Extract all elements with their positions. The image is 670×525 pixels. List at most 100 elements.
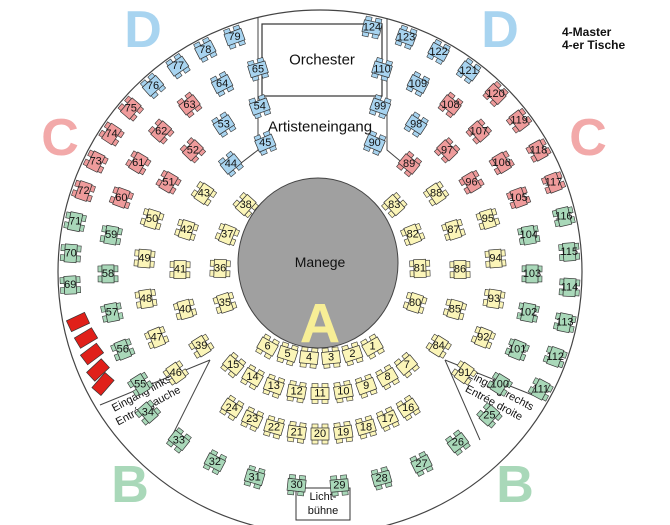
table-47[interactable]	[144, 326, 170, 350]
table-37[interactable]	[214, 222, 240, 247]
table-107[interactable]	[465, 118, 493, 145]
table-124[interactable]	[361, 15, 383, 40]
table-76[interactable]	[139, 72, 167, 100]
table-103[interactable]	[521, 264, 543, 284]
table-27[interactable]	[409, 450, 434, 477]
four-master-table[interactable]	[73, 327, 99, 349]
table-10[interactable]	[333, 380, 354, 404]
table-23[interactable]	[240, 406, 265, 432]
table-121[interactable]	[455, 57, 482, 85]
table-70[interactable]	[59, 243, 82, 264]
table-46[interactable]	[162, 360, 189, 386]
table-82[interactable]	[400, 222, 426, 247]
table-15[interactable]	[220, 351, 247, 379]
table-81[interactable]	[409, 258, 431, 279]
table-89[interactable]	[396, 150, 423, 178]
table-118[interactable]	[525, 138, 552, 163]
table-42[interactable]	[174, 218, 199, 241]
table-65[interactable]	[246, 57, 269, 82]
table-58[interactable]	[97, 264, 119, 284]
table-22[interactable]	[263, 415, 286, 440]
table-48[interactable]	[134, 288, 158, 310]
table-83[interactable]	[381, 192, 408, 219]
table-53[interactable]	[211, 111, 237, 138]
table-110[interactable]	[370, 57, 393, 82]
table-60[interactable]	[108, 186, 134, 210]
table-109[interactable]	[405, 71, 431, 97]
table-32[interactable]	[202, 449, 228, 476]
table-17[interactable]	[375, 406, 400, 432]
table-86[interactable]	[449, 260, 471, 280]
table-61[interactable]	[125, 150, 152, 176]
table-122[interactable]	[426, 38, 451, 65]
table-64[interactable]	[209, 71, 235, 97]
table-98[interactable]	[403, 111, 429, 138]
table-52[interactable]	[179, 137, 207, 164]
table-101[interactable]	[504, 338, 530, 362]
table-1[interactable]	[360, 333, 386, 360]
table-7[interactable]	[393, 351, 420, 379]
table-69[interactable]	[59, 275, 82, 295]
table-12[interactable]	[286, 380, 307, 404]
table-36[interactable]	[209, 258, 231, 279]
table-112[interactable]	[542, 345, 568, 369]
table-30[interactable]	[286, 474, 307, 497]
table-8[interactable]	[375, 364, 401, 391]
table-44[interactable]	[217, 150, 245, 178]
table-50[interactable]	[139, 208, 165, 231]
table-123[interactable]	[394, 24, 418, 50]
table-55[interactable]	[127, 371, 154, 397]
table-11[interactable]	[310, 383, 330, 404]
table-93[interactable]	[482, 288, 506, 310]
table-108[interactable]	[437, 91, 464, 119]
table-35[interactable]	[212, 291, 238, 314]
table-28[interactable]	[370, 466, 393, 491]
table-3[interactable]	[321, 346, 341, 369]
table-102[interactable]	[516, 302, 540, 323]
table-18[interactable]	[355, 415, 378, 440]
table-2[interactable]	[341, 341, 364, 367]
table-106[interactable]	[488, 150, 515, 176]
table-79[interactable]	[223, 24, 247, 50]
table-95[interactable]	[475, 208, 501, 231]
table-116[interactable]	[551, 206, 576, 228]
table-34[interactable]	[134, 399, 162, 426]
table-13[interactable]	[262, 373, 286, 399]
table-38[interactable]	[232, 192, 259, 219]
table-115[interactable]	[558, 242, 581, 262]
table-33[interactable]	[166, 427, 193, 454]
table-41[interactable]	[169, 260, 191, 280]
table-99[interactable]	[368, 94, 392, 120]
table-72[interactable]	[71, 179, 96, 203]
table-29[interactable]	[329, 474, 350, 497]
table-96[interactable]	[458, 169, 485, 195]
table-9[interactable]	[354, 373, 378, 399]
table-91[interactable]	[451, 360, 478, 386]
four-master-table[interactable]	[91, 372, 115, 396]
table-51[interactable]	[155, 169, 182, 195]
table-77[interactable]	[165, 53, 191, 80]
table-26[interactable]	[445, 429, 471, 456]
table-5[interactable]	[276, 341, 299, 367]
table-49[interactable]	[133, 248, 156, 269]
table-117[interactable]	[540, 171, 567, 195]
table-73[interactable]	[82, 149, 109, 174]
table-62[interactable]	[147, 118, 175, 145]
table-59[interactable]	[99, 224, 123, 246]
table-87[interactable]	[441, 218, 466, 241]
table-24[interactable]	[219, 394, 245, 422]
table-88[interactable]	[422, 181, 450, 207]
table-21[interactable]	[286, 420, 307, 444]
four-master-table[interactable]	[79, 342, 105, 366]
table-25[interactable]	[476, 402, 503, 429]
table-16[interactable]	[395, 394, 421, 422]
table-56[interactable]	[110, 338, 136, 362]
table-80[interactable]	[402, 291, 428, 314]
table-92[interactable]	[470, 326, 496, 350]
table-31[interactable]	[243, 465, 266, 490]
table-119[interactable]	[505, 107, 533, 134]
table-84[interactable]	[425, 333, 452, 359]
table-94[interactable]	[484, 248, 507, 269]
table-54[interactable]	[248, 94, 272, 120]
table-43[interactable]	[190, 181, 218, 207]
